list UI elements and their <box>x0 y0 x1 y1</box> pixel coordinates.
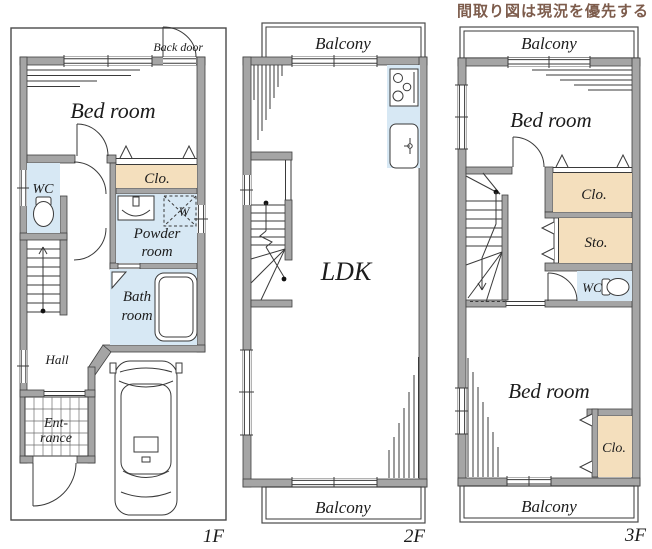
sink-icon <box>389 123 419 169</box>
window-bottom-2f <box>291 477 378 489</box>
door-arc <box>162 26 197 58</box>
closet-front-bottom-3f <box>578 413 593 474</box>
stairs-2f <box>250 160 292 301</box>
bath-door-mark <box>111 271 128 290</box>
washer-box <box>163 195 197 227</box>
balcony-top-3f <box>459 26 639 59</box>
stairs-1f <box>27 246 60 314</box>
window-left-lower-3f <box>455 387 468 435</box>
room-label-wc-3f: WC <box>582 280 602 295</box>
label-balcony-top-3f: Balcony <box>521 34 577 53</box>
label-back-door: Back door <box>153 40 203 54</box>
label-balcony-top-2f: Balcony <box>315 34 371 53</box>
floor-2f: Balcony LDK Balcony 2F <box>239 22 428 547</box>
label-balcony-bottom-2f: Balcony <box>315 498 371 517</box>
hatch-bottom-3f <box>467 358 499 477</box>
toilet-icon <box>33 196 54 227</box>
entrance-floor <box>24 396 89 457</box>
floor-3f: Balcony Bed room Clo. Sto. WC Bed room C… <box>455 26 647 546</box>
opening-entrance-1f <box>44 391 85 396</box>
car-icon <box>109 360 183 516</box>
floor-label-2f: 2F <box>404 526 426 547</box>
window-left-upper-3f <box>455 84 468 150</box>
closet-front-top-3f <box>553 153 632 173</box>
room-label-bath-2: room <box>121 308 152 324</box>
room-label-closet-1f: Clo. <box>144 171 169 187</box>
closet-front-1f <box>116 144 197 165</box>
back-door <box>162 26 197 65</box>
hatch-top-2f <box>253 65 283 140</box>
room-label-powder-2: room <box>141 244 172 260</box>
door-bedroom-1f <box>76 123 109 157</box>
room-label-powder-1: Powder <box>133 226 181 242</box>
window-top-2f <box>291 55 378 67</box>
hatch-top-3f <box>532 69 632 91</box>
window-wc-1f <box>17 170 29 206</box>
disclaimer-text: 間取り図は現況を優先する <box>457 2 649 20</box>
door-wc-3f <box>547 272 578 302</box>
stairs-3f <box>465 172 507 303</box>
room-label-closet-bottom-3f: Clo. <box>602 441 626 456</box>
front-door <box>32 462 77 507</box>
window-hall-1f <box>17 350 29 383</box>
storage-front-3f <box>540 218 559 263</box>
window-top-3f <box>507 56 591 68</box>
balcony-bottom-3f <box>459 485 639 523</box>
door-powder-1f <box>73 227 107 261</box>
room-label-bedroom-bottom-3f: Bed room <box>508 379 589 403</box>
hatch-bottom-2f <box>388 357 419 478</box>
floor-label-1f: 1F <box>203 526 225 547</box>
opening-bedroom-bottom-3f <box>506 301 545 306</box>
room-closet-top-3f <box>553 173 632 212</box>
door-bedroom-top-3f <box>512 136 545 168</box>
stove-icon <box>389 68 419 107</box>
label-washer: W <box>179 204 191 219</box>
room-label-bedroom-1f: Bed room <box>70 98 155 123</box>
room-label-bath-1: Bath <box>123 289 151 305</box>
room-label-hall: Hall <box>44 352 69 367</box>
room-closet-bottom-3f <box>598 416 632 477</box>
room-label-entrance-2: rance <box>40 431 72 446</box>
room-closet-1f <box>116 165 197 188</box>
balcony-top-2f <box>261 22 426 59</box>
washbasin-icon <box>117 195 155 221</box>
hatch-bedroom-1f <box>27 69 140 87</box>
room-label-entrance-1: Ent- <box>43 416 68 431</box>
bathtub-icon <box>154 272 198 342</box>
toilet-icon-3f <box>601 278 630 296</box>
balcony-bottom-2f <box>261 486 426 524</box>
window-left-lower-2f <box>239 349 254 436</box>
site-boundary-1f <box>10 27 227 521</box>
window-top-1f <box>63 55 153 67</box>
room-label-ldk: LDK <box>320 257 373 286</box>
room-label-storage-3f: Sto. <box>585 235 608 251</box>
opening-bath-1f <box>111 263 140 290</box>
floor-label-3f: 3F <box>624 525 647 546</box>
room-label-closet-top-3f: Clo. <box>581 187 606 203</box>
room-label-bedroom-top-3f: Bed room <box>510 108 591 132</box>
window-left-upper-2f <box>240 175 253 205</box>
door-wc-1f <box>73 161 107 195</box>
room-label-wc-1f: WC <box>33 182 55 197</box>
label-balcony-bottom-3f: Balcony <box>521 497 577 516</box>
floor-1f: Bed room Back door WC Clo. W Powder room… <box>10 26 227 547</box>
room-storage-3f <box>558 218 632 263</box>
